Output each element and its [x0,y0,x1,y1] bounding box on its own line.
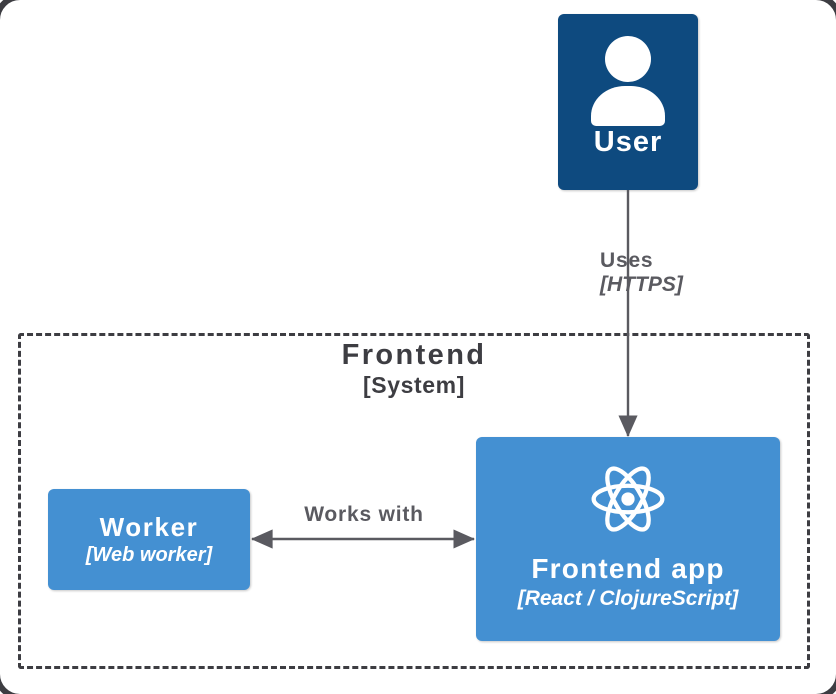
person-icon-body [591,86,665,126]
node-user-title: User [593,126,663,158]
system-boundary-frontend [18,333,810,669]
node-worker-subtitle: [Web worker] [85,543,213,566]
node-frontend-app[interactable]: Frontend app [React / ClojureScript] [476,437,780,641]
node-frontend-app-subtitle: [React / ClojureScript] [517,587,739,611]
node-frontend-app-title: Frontend app [531,553,725,584]
node-worker-title: Worker [99,511,199,542]
react-logo-icon [591,466,665,532]
edge-label-uses-title: Uses [600,249,654,272]
edge-label-uses-technology: [HTTPS] [600,273,683,297]
person-icon-head [605,36,651,82]
person-icon [589,36,667,126]
node-worker[interactable]: Worker [Web worker] [48,489,250,590]
node-user[interactable]: User [558,14,698,190]
edge-label-uses: Uses [HTTPS] [600,249,770,298]
